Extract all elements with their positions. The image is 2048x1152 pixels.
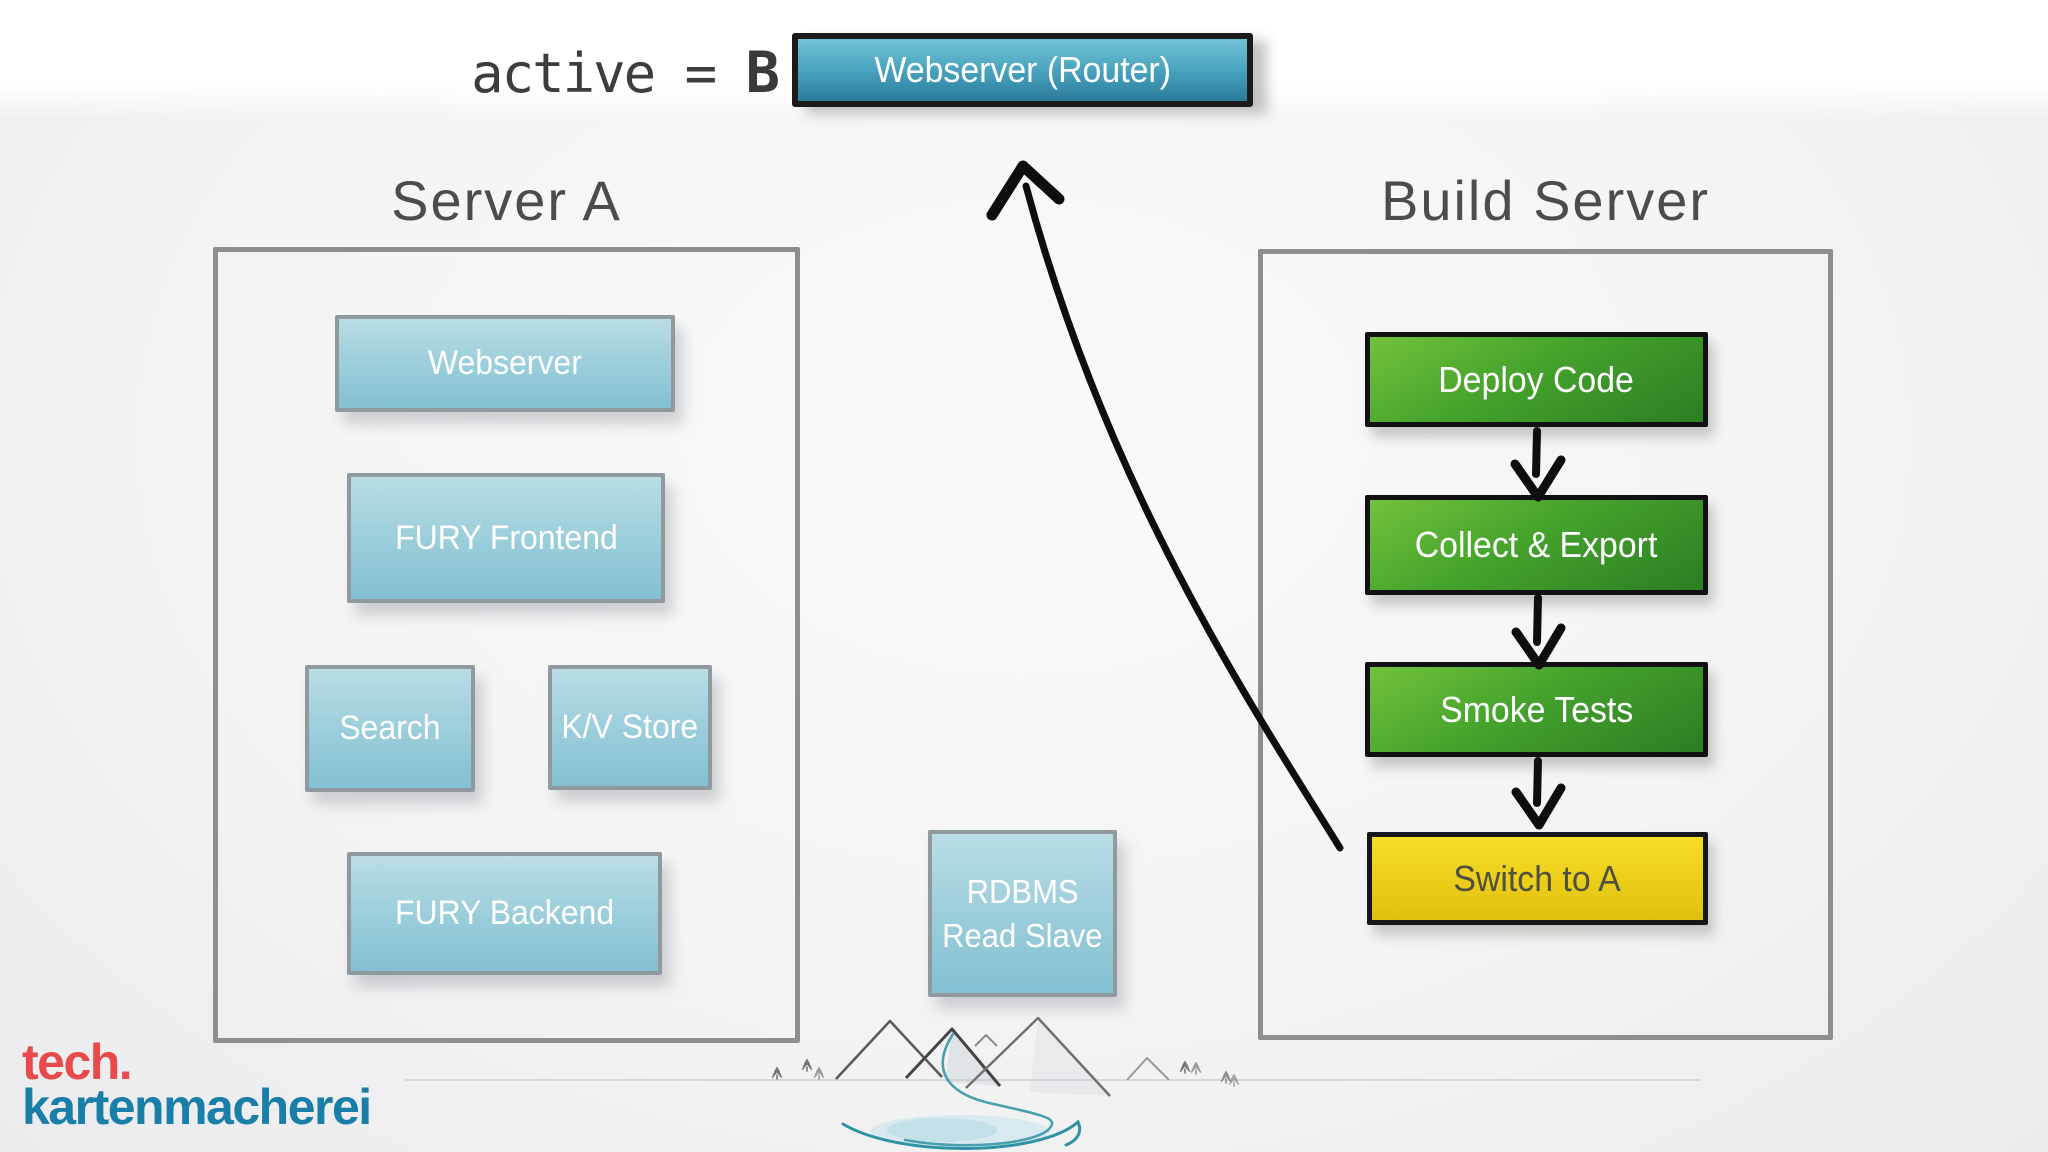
lake-swoosh [841,1119,1082,1150]
server-a-fury-frontend-label: FURY Frontend [394,518,618,557]
logo-line-tech: tech. [22,1034,133,1090]
mountain-peak [965,1016,1111,1097]
router-box: Webserver (Router) [792,33,1253,107]
pine-tree-icon [1220,1071,1232,1084]
step-collect-export-box: Collect & Export [1365,495,1708,595]
build-server-title: Build Server [1380,169,1711,232]
server-a-fury-frontend-box: FURY Frontend [347,473,665,603]
server-a-fury-backend-box: FURY Backend [347,852,662,975]
pine-tree-icon [771,1067,783,1080]
logo-line-kartenmacherei: kartenmacherei [22,1079,372,1135]
logo: tech. kartenmacherei [22,1034,372,1135]
pine-tree-icon [1190,1062,1202,1075]
active-assignment-prefix: active = [471,42,746,105]
step-deploy-code-box: Deploy Code [1365,332,1708,427]
server-a-webserver-label: Webserver [428,344,582,382]
rdbms-label-line1: RDBMS [966,872,1079,910]
step-deploy-code-label: Deploy Code [1438,358,1635,400]
mountain-peak [1126,1057,1170,1081]
step-smoke-tests-box: Smoke Tests [1365,662,1708,757]
mountain-peak [974,1034,998,1047]
pine-tree-icon [1228,1074,1240,1087]
active-assignment-text: active = B [0,40,780,106]
mountain-peak [904,1027,1002,1087]
router-label: Webserver (Router) [874,49,1171,90]
server-a-search-box: Search [305,665,475,792]
pine-tree-icon [801,1059,813,1072]
mountain-peak [835,1019,943,1080]
server-a-kv-store-label: K/V Store [561,708,699,746]
active-assignment-value: B [745,40,780,106]
step-smoke-tests-label: Smoke Tests [1439,688,1634,730]
rdbms-read-slave-box: RDBMS Read Slave [928,830,1117,997]
step-switch-to-a-label: Switch to A [1453,857,1622,899]
server-a-panel [213,247,800,1043]
curved-flow-arrowhead-icon [986,160,1065,221]
server-a-title: Server A [391,169,622,232]
server-a-search-label: Search [339,709,441,747]
step-collect-export-label: Collect & Export [1415,524,1658,565]
pine-tree-icon [1179,1061,1191,1074]
server-a-webserver-box: Webserver [335,315,675,412]
server-a-fury-backend-label: FURY Backend [394,894,615,932]
rdbms-label-line2: Read Slave [942,916,1103,954]
server-a-kv-store-box: K/V Store [548,665,712,790]
step-switch-to-a-box: Switch to A [1367,832,1708,925]
river [903,1032,1054,1147]
lake [870,1115,1050,1149]
pine-tree-icon [813,1067,825,1080]
